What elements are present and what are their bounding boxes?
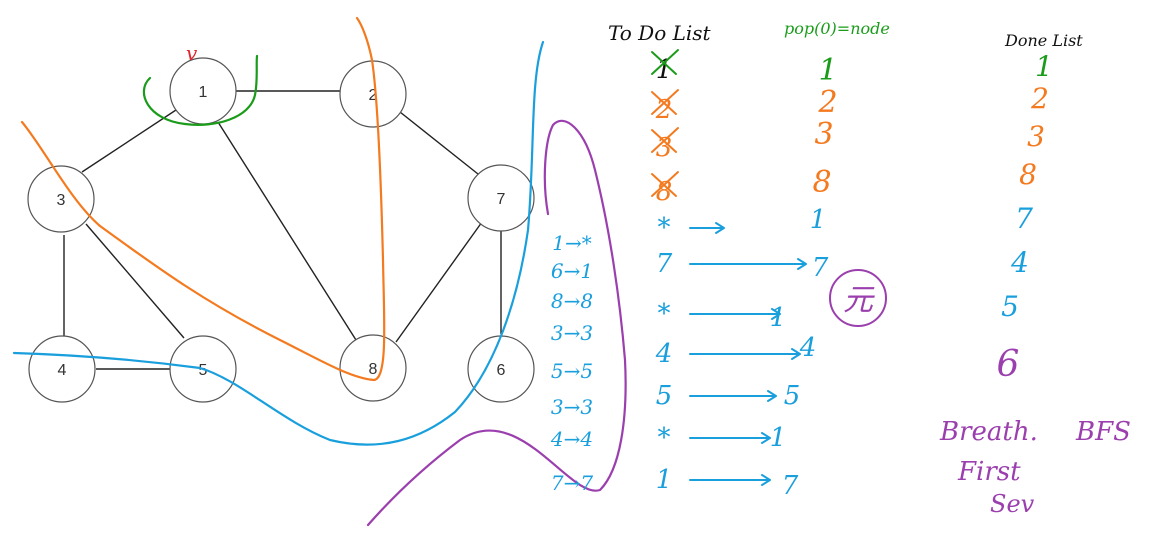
done-item: 4 [1010, 246, 1029, 279]
strike-mark [651, 127, 679, 153]
transfer-arrow [689, 222, 725, 234]
graph-edges [63, 90, 502, 370]
done-item: 6 [997, 344, 1020, 385]
node-label: 1 [199, 84, 208, 101]
todo-side-item: 3→3 [551, 321, 593, 345]
node-label: 8 [369, 361, 378, 378]
todo-item: 2 [655, 95, 673, 125]
todo-list-header: To Do List [608, 21, 712, 45]
visited-check-mark: v [186, 41, 198, 65]
edge-1-8 [217, 121, 357, 341]
orange-level-boundary [20, 16, 386, 382]
node-label: 7 [497, 191, 506, 208]
edge-1-3 [81, 109, 177, 173]
done-item: 1 [1035, 50, 1053, 83]
transfer-arrow [689, 390, 777, 402]
done-list-header: Done List [1004, 31, 1083, 50]
todo-side-item: 7→7 [551, 471, 593, 495]
bfs-note-abbr: BFS [1075, 417, 1131, 447]
circled-note: 元 [843, 283, 875, 318]
strike-mark [651, 89, 679, 115]
popped-item: 5 [784, 381, 801, 411]
node-label: 4 [58, 362, 67, 379]
todo-list-side: 1→* 6→1 8→8 3→3 5→5 3→3 4→4 7→7 [550, 231, 593, 495]
todo-item: 7 [656, 249, 673, 279]
purple-circled-note-ring [829, 269, 887, 327]
bfs-note-line2: First [957, 457, 1021, 487]
transfer-arrow [689, 432, 771, 444]
popped-item: 7 [812, 253, 829, 283]
node-label: 6 [497, 362, 506, 379]
strike-mark [651, 171, 679, 197]
transfer-arrow [689, 474, 771, 486]
graph-node-4: 4 [28, 335, 96, 403]
done-item: 5 [1001, 290, 1019, 323]
done-item: 3 [1027, 120, 1045, 153]
todo-item: * [658, 213, 671, 243]
todo-item: 5 [656, 381, 673, 411]
bfs-note-line1: Breath. [939, 417, 1038, 447]
graph-node-8: 8 [339, 334, 407, 402]
popped-item: 1 [818, 53, 837, 88]
done-item: 7 [1015, 202, 1033, 235]
todo-side-item: 1→* [552, 231, 591, 255]
todo-side-item: 6→1 [551, 259, 593, 283]
node-label: 2 [369, 87, 378, 104]
green-arc-node-1 [142, 54, 259, 126]
done-list: 12 3 8 7 4 5 6 [997, 50, 1053, 385]
transfer-arrow [689, 348, 801, 360]
todo-side-item: 4→4 [550, 427, 593, 451]
popped-item: 8 [812, 165, 831, 200]
popped-item: 1 [770, 423, 787, 453]
todo-side-item: 8→8 [551, 289, 593, 313]
blue-level-boundary [12, 40, 545, 446]
transfer-arrow [689, 258, 807, 270]
todo-item: 3 [656, 133, 673, 163]
graph-node-1: 1 [169, 57, 237, 125]
popped-item: 4 [799, 333, 817, 363]
popped-item: 7 [782, 471, 799, 501]
todo-item: * [658, 299, 671, 329]
todo-item: 4 [655, 339, 673, 369]
graph-node-7: 7 [467, 164, 535, 232]
done-item: 8 [1019, 158, 1037, 191]
pop-header: pop(0)=node [784, 19, 890, 38]
purple-bracket [366, 119, 627, 527]
popped-item: 3 [814, 117, 833, 152]
todo-item: 8 [656, 177, 673, 207]
node-label: 5 [199, 362, 208, 379]
node-label: 3 [57, 192, 66, 209]
todo-list-main: 1 2 3 8 * 7 * 4 5 * 1 [651, 49, 807, 495]
edge-3-5 [85, 223, 185, 339]
edge-2-7 [399, 111, 479, 175]
graph-node-6: 6 [467, 335, 535, 403]
popped-item: 2 [817, 85, 837, 120]
todo-side-item: 3→3 [551, 395, 593, 419]
popped-item: 1 [810, 205, 827, 235]
transfer-arrow [689, 308, 781, 320]
ink-strokes [12, 16, 887, 527]
todo-item: 1 [656, 55, 673, 85]
done-item: 2 [1030, 82, 1049, 115]
strike-mark [651, 49, 679, 75]
todo-item: * [658, 423, 671, 453]
todo-side-item: 5→5 [551, 359, 593, 383]
popped-item: 1 [770, 303, 787, 333]
graph-node-2: 2 [339, 60, 407, 128]
bfs-note-line3: Sev [990, 490, 1035, 518]
edge-7-8 [395, 221, 483, 343]
todo-item: 1 [656, 465, 673, 495]
graph-node-3: 3 [27, 165, 95, 233]
